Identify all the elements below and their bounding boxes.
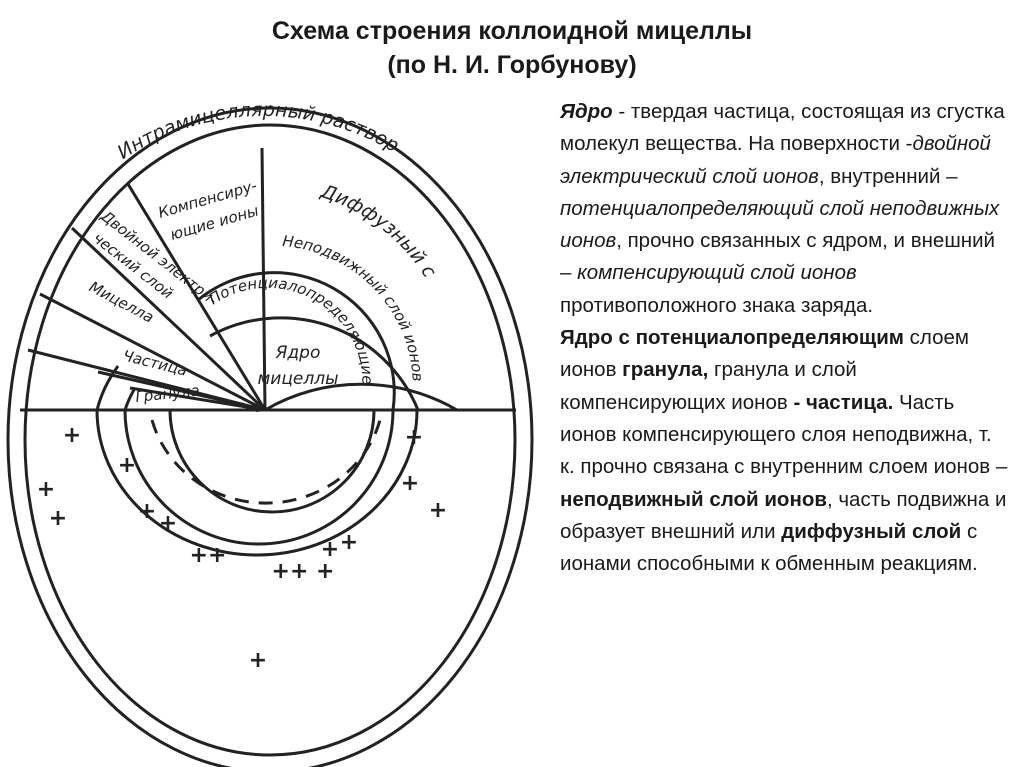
term-inner-layer: потенциалопределяющий слой неподвижных и… xyxy=(560,196,1000,253)
term-core: Ядро xyxy=(560,100,613,123)
plus-sign: + xyxy=(405,425,423,450)
term-granule: гранула, xyxy=(622,358,709,382)
label-granule: Гранула xyxy=(135,381,201,406)
granule-arc xyxy=(123,387,137,411)
term-particle: частица. xyxy=(805,390,894,414)
inner-boundary xyxy=(23,123,517,757)
plus-sign: + xyxy=(138,499,156,524)
term-outer-layer: компенсирующий слой ионов xyxy=(577,261,857,285)
plus-sign: + xyxy=(429,498,447,523)
term-double-layer: двойной электрический слой ионов xyxy=(560,132,991,188)
title-line-2: (по Н. И. Горбунову) xyxy=(387,51,637,79)
plus-sign: + xyxy=(321,537,339,562)
core-center-wedge xyxy=(256,404,272,412)
outer-boundary xyxy=(6,106,534,767)
particle-arc xyxy=(95,365,120,411)
immobile-arc xyxy=(209,316,420,411)
plus-sign: + xyxy=(340,530,358,555)
label-core-2: мицеллы xyxy=(257,369,338,389)
core-lower-arc xyxy=(168,409,376,514)
double-plus-sign: ++ xyxy=(190,543,227,568)
plus-sign: + xyxy=(159,511,177,536)
term-immobile-layer: неподвижный слой ионов xyxy=(560,487,827,511)
label-intramicellar: Интрамицеллярный раствор xyxy=(114,99,403,164)
description-text: Ядро - твердая частица, состоящая из сгу… xyxy=(560,100,1008,576)
diffuse-arc xyxy=(264,382,458,412)
term-diffuse-layer: диффузный слой xyxy=(781,519,962,543)
title-line-1: Схема строения коллоидной мицеллы xyxy=(271,17,753,45)
micelle-diagram: Интрамицеллярный раствор Диффузный слой … xyxy=(0,0,534,767)
slide-title: Схема строения коллоидной мицеллы (по Н.… xyxy=(0,14,1024,82)
immobile-lower-arc xyxy=(95,409,419,557)
dashed-ring xyxy=(150,419,382,505)
plus-sign: + xyxy=(401,471,419,496)
plus-sign: + xyxy=(118,453,136,478)
triple-plus-sign: ++ + xyxy=(272,559,335,584)
plus-sign: + xyxy=(37,477,55,502)
potential-arc xyxy=(197,271,396,411)
label-core-1: Ядро xyxy=(275,343,321,363)
plus-sign: + xyxy=(249,648,267,673)
inner-lower-arc xyxy=(123,409,395,546)
term-core-with-ions: Ядро с потенциалопределяющим xyxy=(560,326,904,350)
plus-sign: + xyxy=(63,423,81,448)
plus-sign: + xyxy=(49,506,67,531)
